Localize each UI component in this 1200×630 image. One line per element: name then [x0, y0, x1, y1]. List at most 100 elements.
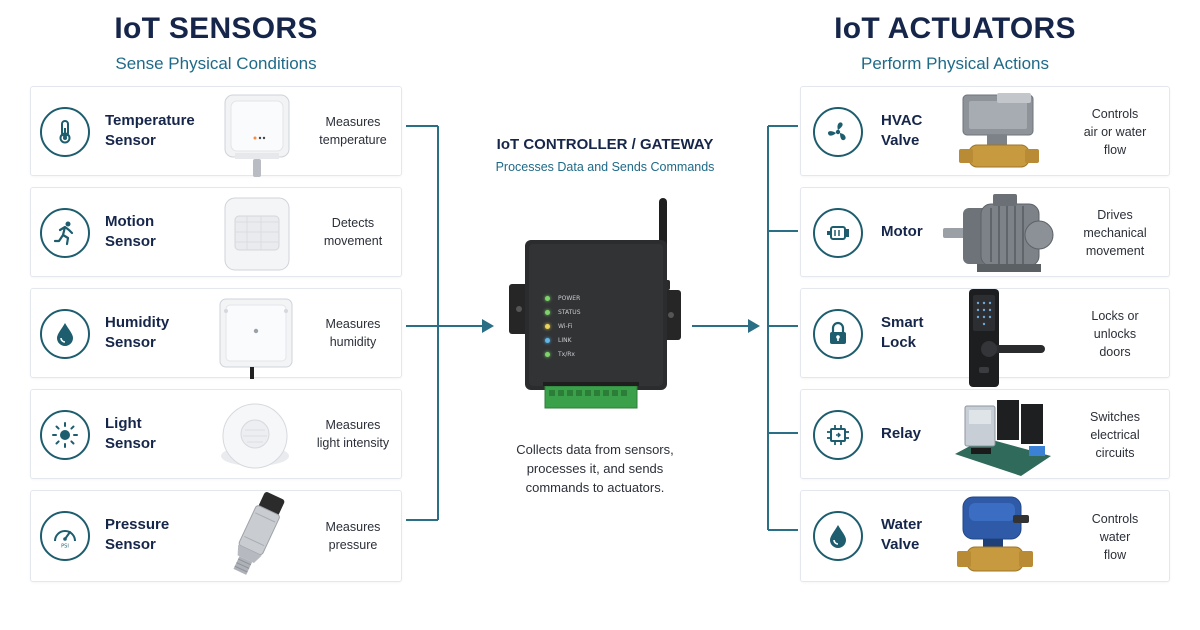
- desc-line2: water: [1099, 530, 1131, 544]
- desc-line2: light intensity: [316, 436, 390, 450]
- sensor-label: Motion Sensor: [105, 212, 156, 252]
- actuator-label-line1: Water: [881, 516, 923, 533]
- sensor-description: Measures temperature: [303, 113, 403, 149]
- actuators-heading: IoT ACTUATORS Perform Physical Actions: [780, 12, 1130, 74]
- sensor-card-humidity[interactable]: Humidity Sensor Measures humidity: [30, 288, 403, 379]
- sensor-card-light[interactable]: Light Sensor Measures light intensity: [30, 389, 402, 479]
- sensor-label: Pressure Sensor: [105, 515, 169, 555]
- actuator-description: Locks or unlocks doors: [1067, 307, 1163, 361]
- sensor-description: Measures light intensity: [303, 416, 403, 452]
- sensor-label: Temperature Sensor: [105, 111, 195, 151]
- desc-line1: Locks or: [1091, 309, 1139, 323]
- led-indicator: [545, 351, 550, 357]
- desc-line2: movement: [323, 234, 383, 248]
- desc-line1: Measures: [325, 418, 381, 432]
- sensors-column: Temperature Sensor Measures temperature …: [30, 86, 402, 582]
- actuators-column: HVAC Valve Controls air or water flow: [800, 86, 1170, 582]
- sensor-card-pressure[interactable]: PSI Pressure Sensor Measures pressure: [30, 490, 402, 582]
- motor-icon: [813, 208, 863, 258]
- temperature-sensor-image: [221, 93, 293, 181]
- actuator-card-water-valve[interactable]: Water Valve Controls water flow: [800, 490, 1170, 582]
- smart-lock-image: [965, 289, 1051, 389]
- gateway-subtitle: Processes Data and Sends Commands: [495, 160, 715, 174]
- actuator-label: HVAC Valve: [881, 111, 922, 151]
- led-label: STATUS: [558, 308, 581, 316]
- sensor-connector-lines: [406, 125, 494, 521]
- water-drop-icon: [813, 511, 863, 561]
- sensor-label-line2: Sensor: [105, 132, 156, 149]
- actuator-label: Smart Lock: [881, 313, 924, 353]
- desc-line1: Detects: [331, 216, 375, 230]
- svg-text:PSI: PSI: [61, 544, 69, 550]
- desc-line1: Measures: [325, 115, 381, 129]
- led-row: LINK: [545, 334, 572, 346]
- desc-line3: movement: [1085, 244, 1145, 258]
- led-label: Wi-Fi: [558, 322, 573, 330]
- actuator-description: Controls air or water flow: [1067, 105, 1163, 159]
- actuator-label-line1: Smart: [881, 314, 924, 331]
- actuator-card-relay[interactable]: Relay Switches electrical circuits: [800, 389, 1170, 479]
- gateway-desc-line1: Collects data from sensors,: [516, 442, 674, 457]
- sensor-label-line1: Motion: [105, 213, 155, 230]
- desc-line2: mechanical: [1083, 226, 1147, 240]
- led-row: Wi-Fi: [545, 320, 572, 332]
- actuators-subtitle: Perform Physical Actions: [860, 54, 1049, 73]
- sensor-card-temperature[interactable]: Temperature Sensor Measures temperature: [30, 86, 403, 177]
- led-label: LINK: [558, 336, 572, 344]
- desc-line1: Measures: [325, 317, 381, 331]
- chip-icon: [813, 410, 863, 460]
- sensor-card-motion[interactable]: Motion Sensor Detects movement: [30, 187, 402, 277]
- actuator-card-motor[interactable]: Motor Drives mechanical movement: [800, 187, 1170, 277]
- actuator-label-line2: Valve: [881, 536, 920, 553]
- gateway-title: IoT CONTROLLER / GATEWAY: [496, 136, 714, 153]
- hvac-valve-image: [957, 91, 1047, 175]
- led-indicator: [545, 295, 550, 301]
- actuator-card-hvac-valve[interactable]: HVAC Valve Controls air or water flow: [800, 86, 1170, 176]
- actuator-label-line2: Valve: [881, 132, 920, 149]
- gateway-description: Collects data from sensors, processes it…: [480, 440, 710, 497]
- desc-line3: circuits: [1095, 446, 1135, 460]
- sensor-label-line2: Sensor: [105, 233, 156, 250]
- led-row: POWER: [545, 292, 580, 304]
- desc-line1: Drives: [1097, 208, 1133, 222]
- gateway-device-image: POWER STATUS Wi-Fi LINK Tx/Rx: [505, 196, 685, 416]
- desc-line1: Controls: [1091, 107, 1139, 121]
- sensors-title: IoT SENSORS: [114, 12, 318, 45]
- desc-line2: temperature: [319, 133, 387, 147]
- actuator-label: Motor: [881, 222, 923, 242]
- actuator-label-line1: Relay: [881, 425, 922, 442]
- actuator-label: Relay: [881, 424, 921, 444]
- sensors-subtitle: Sense Physical Conditions: [115, 54, 317, 73]
- fan-icon: [813, 107, 863, 157]
- actuator-label-line1: Motor: [881, 223, 923, 240]
- desc-line2: air or water: [1083, 125, 1147, 139]
- desc-line2: electrical: [1090, 428, 1140, 442]
- droplet-icon: [40, 309, 90, 359]
- actuator-label-line2: Lock: [881, 334, 917, 351]
- padlock-icon: [813, 309, 863, 359]
- led-row: Tx/Rx: [545, 348, 575, 360]
- sensor-description: Measures humidity: [303, 315, 403, 351]
- sensor-label-line2: Sensor: [105, 435, 156, 452]
- sensor-description: Measures pressure: [303, 518, 403, 554]
- light-sensor-image: [217, 400, 293, 476]
- desc-line3: flow: [1103, 548, 1127, 562]
- desc-line2: humidity: [329, 335, 377, 349]
- pressure-sensor-image: [207, 491, 303, 583]
- water-valve-image: [953, 493, 1053, 581]
- actuator-card-smart-lock[interactable]: Smart Lock Locks or unlocks doors: [800, 288, 1170, 387]
- desc-line3: flow: [1103, 143, 1127, 157]
- actuator-description: Drives mechanical movement: [1067, 206, 1163, 260]
- led-indicator: [545, 337, 550, 343]
- relay-module-image: [951, 394, 1055, 478]
- gauge-icon: PSI: [40, 511, 90, 561]
- led-row: STATUS: [545, 306, 581, 318]
- desc-line2: pressure: [328, 538, 378, 552]
- actuator-description: Controls water flow: [1067, 510, 1163, 564]
- led-label: Tx/Rx: [558, 350, 575, 358]
- sun-icon: [40, 410, 90, 460]
- desc-line1: Switches: [1089, 410, 1141, 424]
- sensor-label-line1: Pressure: [105, 516, 170, 533]
- humidity-sensor-image: [216, 295, 296, 379]
- sensor-description: Detects movement: [303, 214, 403, 250]
